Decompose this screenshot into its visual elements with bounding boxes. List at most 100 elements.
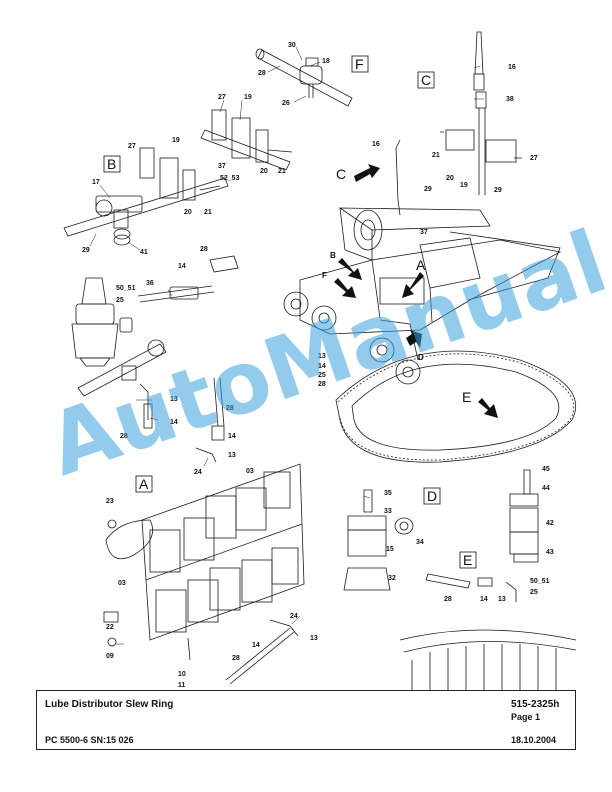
callout-37: 37 [420, 229, 428, 236]
callout-34: 34 [416, 539, 424, 546]
callout-19: 19 [172, 137, 180, 144]
callout-42: 42 [546, 520, 554, 527]
callout-25: 25 [318, 372, 326, 379]
pointer-label-b: B [330, 251, 336, 260]
callout-28: 28 [318, 381, 326, 388]
callout-24: 24 [290, 613, 298, 620]
callout-27: 27 [218, 94, 226, 101]
callout-35: 35 [384, 490, 392, 497]
callout-28: 28 [226, 405, 234, 412]
callout-14: 14 [170, 419, 178, 426]
group-b-drawing [95, 195, 143, 246]
slew-ring-lower-section [399, 629, 577, 690]
section-label-c: C [421, 72, 431, 88]
document-number: 515-2325h [511, 699, 560, 710]
machine-body [283, 139, 562, 385]
pointer-label-c: C [336, 166, 346, 182]
callout-16: 16 [372, 141, 380, 148]
callout-21: 21 [278, 168, 286, 175]
arrow-b [338, 258, 362, 280]
pointer-label-a: A [416, 257, 426, 273]
section-labels: F B C A D E [103, 55, 477, 569]
callout-26: 26 [282, 100, 290, 107]
callout-14: 14 [178, 263, 186, 270]
callout-14: 14 [228, 433, 236, 440]
callout-28: 28 [258, 70, 266, 77]
callout-09: 09 [106, 653, 114, 660]
pointer-label-e: E [462, 389, 471, 405]
callout-19: 19 [460, 182, 468, 189]
slew-ring [335, 350, 577, 463]
callout-17: 17 [92, 179, 100, 186]
group-d-drawing [343, 489, 414, 591]
callout-15: 15 [386, 546, 394, 553]
callout-37: 37 [218, 163, 226, 170]
lube-pump [71, 277, 133, 367]
hose-assembly-left [77, 255, 239, 429]
pointer-arrows [334, 164, 498, 418]
callout-50-51: 50_51 [116, 285, 136, 292]
callout-20: 20 [184, 209, 192, 216]
callout-25: 25 [116, 297, 124, 304]
document-date: 18.10.2004 [511, 735, 557, 745]
callout-13: 13 [228, 452, 236, 459]
page-number: Page 1 [511, 712, 541, 722]
callout-25: 25 [530, 589, 538, 596]
callout-24: 24 [194, 469, 202, 476]
callout-29: 29 [82, 247, 90, 254]
callout-14: 14 [252, 642, 260, 649]
distributor-block-a [103, 463, 305, 661]
section-label-f: F [355, 56, 364, 72]
callout-19: 19 [244, 94, 252, 101]
callout-20: 20 [446, 175, 454, 182]
callout-22: 22 [106, 624, 114, 631]
clamp-assembly-right [509, 469, 539, 563]
arrow-f [334, 278, 356, 298]
callout-28: 28 [120, 433, 128, 440]
callout-11: 11 [178, 682, 186, 689]
callout-44: 44 [542, 485, 550, 492]
callout-29: 29 [424, 186, 432, 193]
part-callouts: 30 18 28 26 27 19 27 19 37 52_53 20 21 2… [82, 42, 554, 689]
callout-10: 10 [178, 671, 186, 678]
callout-13: 13 [318, 353, 326, 360]
group-c-drawing [440, 31, 522, 195]
callout-28: 28 [232, 655, 240, 662]
callout-18: 18 [322, 58, 330, 65]
callout-43: 43 [546, 549, 554, 556]
hose-lower [225, 627, 295, 685]
callout-14: 14 [480, 596, 488, 603]
pointer-label-d: D [418, 353, 424, 362]
callout-38: 38 [506, 96, 514, 103]
arrow-c [354, 164, 380, 182]
callout-23: 23 [106, 498, 114, 505]
model-serial: PC 5500-6 SN:15 026 [45, 735, 134, 745]
section-label-d: D [427, 488, 437, 504]
pointer-labels: C A B F D E [322, 166, 471, 405]
title-block: Lube Distributor Slew Ring 515-2325h Pag… [36, 690, 576, 750]
callout-50-51: 50_51 [530, 578, 550, 585]
callout-29: 29 [494, 187, 502, 194]
callout-14: 14 [318, 363, 326, 370]
leader-lines [89, 46, 484, 645]
section-label-b: B [107, 156, 116, 172]
callout-28: 28 [200, 246, 208, 253]
callout-03: 03 [118, 580, 126, 587]
callout-27: 27 [530, 155, 538, 162]
arrow-a [402, 272, 424, 298]
document-title: Lube Distributor Slew Ring [45, 699, 174, 710]
bracket-assembly-upper [200, 109, 293, 171]
group-f-drawing [255, 48, 353, 107]
callout-21: 21 [204, 209, 212, 216]
callout-52-53: 52_53 [220, 175, 240, 182]
hose-center [195, 377, 225, 463]
callout-28: 28 [444, 596, 452, 603]
section-label-e: E [463, 552, 472, 568]
callout-21: 21 [432, 152, 440, 159]
callout-13: 13 [498, 596, 506, 603]
callout-33: 33 [384, 508, 392, 515]
section-label-a: A [139, 476, 149, 492]
watermark: AutoManual [36, 212, 612, 496]
callout-41: 41 [140, 249, 148, 256]
